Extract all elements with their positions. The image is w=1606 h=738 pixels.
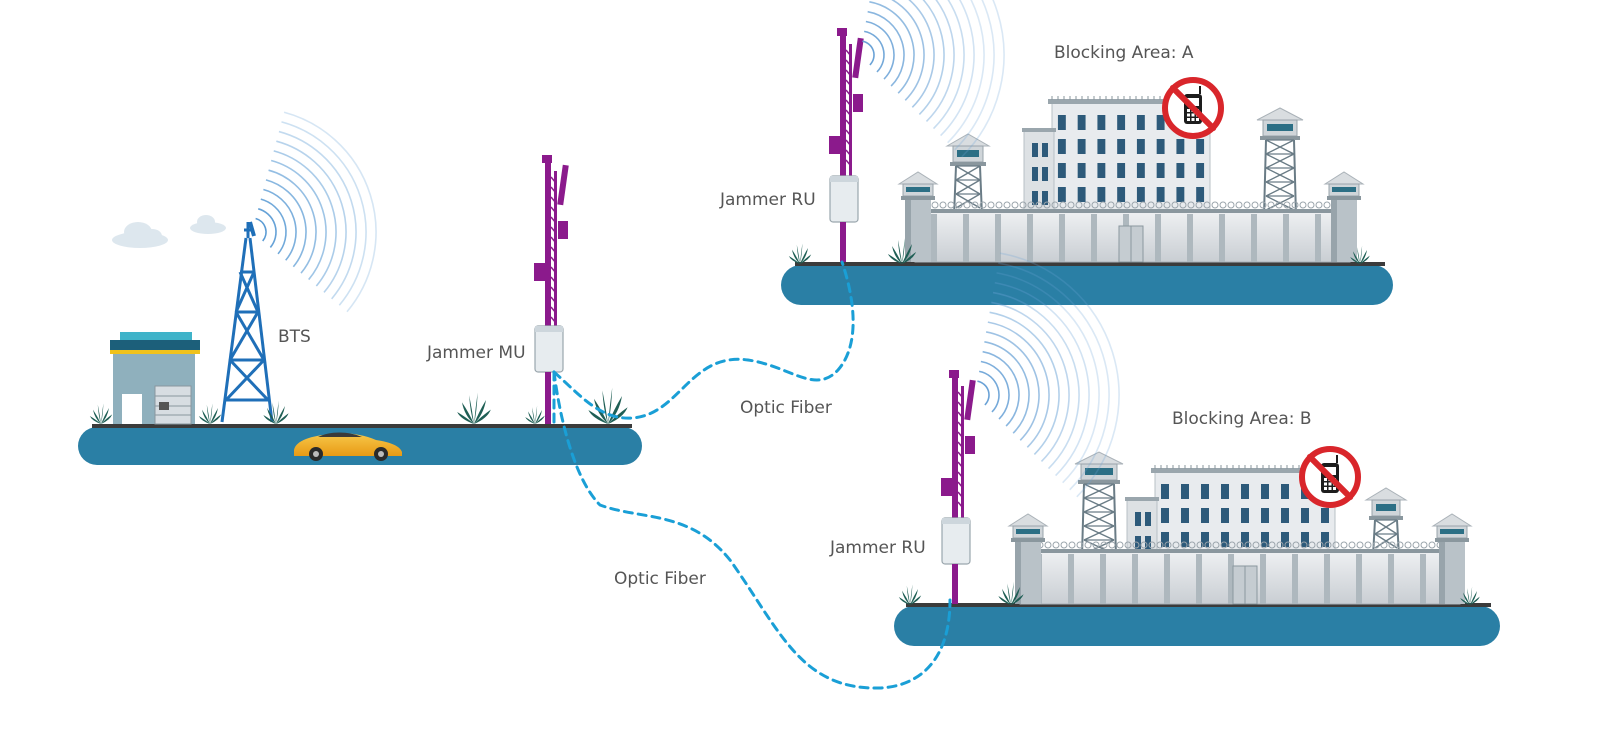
optic-fiber-b-label: Optic Fiber bbox=[614, 569, 706, 589]
optic-fiber-lines bbox=[552, 260, 952, 690]
bts-label: BTS bbox=[278, 327, 311, 347]
ground-platform-b bbox=[894, 603, 1500, 646]
signal-waves-icon bbox=[255, 111, 377, 313]
jammer-ru-tower-b bbox=[941, 370, 976, 604]
base-station-building bbox=[110, 332, 200, 425]
jammer-ru-a-label: Jammer RU bbox=[720, 190, 816, 210]
prison-building-b bbox=[1007, 451, 1473, 605]
blocking-area-a-label: Blocking Area: A bbox=[1054, 43, 1194, 63]
jammer-mu-label: Jammer MU bbox=[427, 343, 526, 363]
no-phone-icon bbox=[1162, 77, 1224, 139]
optic-fiber-a-label: Optic Fiber bbox=[740, 398, 832, 418]
optic-fiber-to-b bbox=[552, 370, 952, 690]
cloud-icon bbox=[112, 222, 168, 248]
jammer-ru-tower-a bbox=[829, 28, 864, 262]
prison-building-a bbox=[897, 96, 1365, 263]
jammer-ru-b-label: Jammer RU bbox=[830, 538, 926, 558]
bts-tower bbox=[220, 221, 274, 423]
cloud-icon bbox=[190, 215, 226, 234]
blocking-area-b-label: Blocking Area: B bbox=[1172, 409, 1312, 429]
ground-platform-a bbox=[781, 262, 1393, 305]
signal-waves-icon bbox=[862, 0, 1005, 158]
optic-fiber-to-a bbox=[552, 260, 855, 420]
no-phone-icon bbox=[1299, 446, 1361, 508]
car-icon bbox=[294, 432, 402, 461]
signal-waves-icon bbox=[977, 252, 1120, 498]
jammer-mu-tower bbox=[534, 155, 569, 424]
